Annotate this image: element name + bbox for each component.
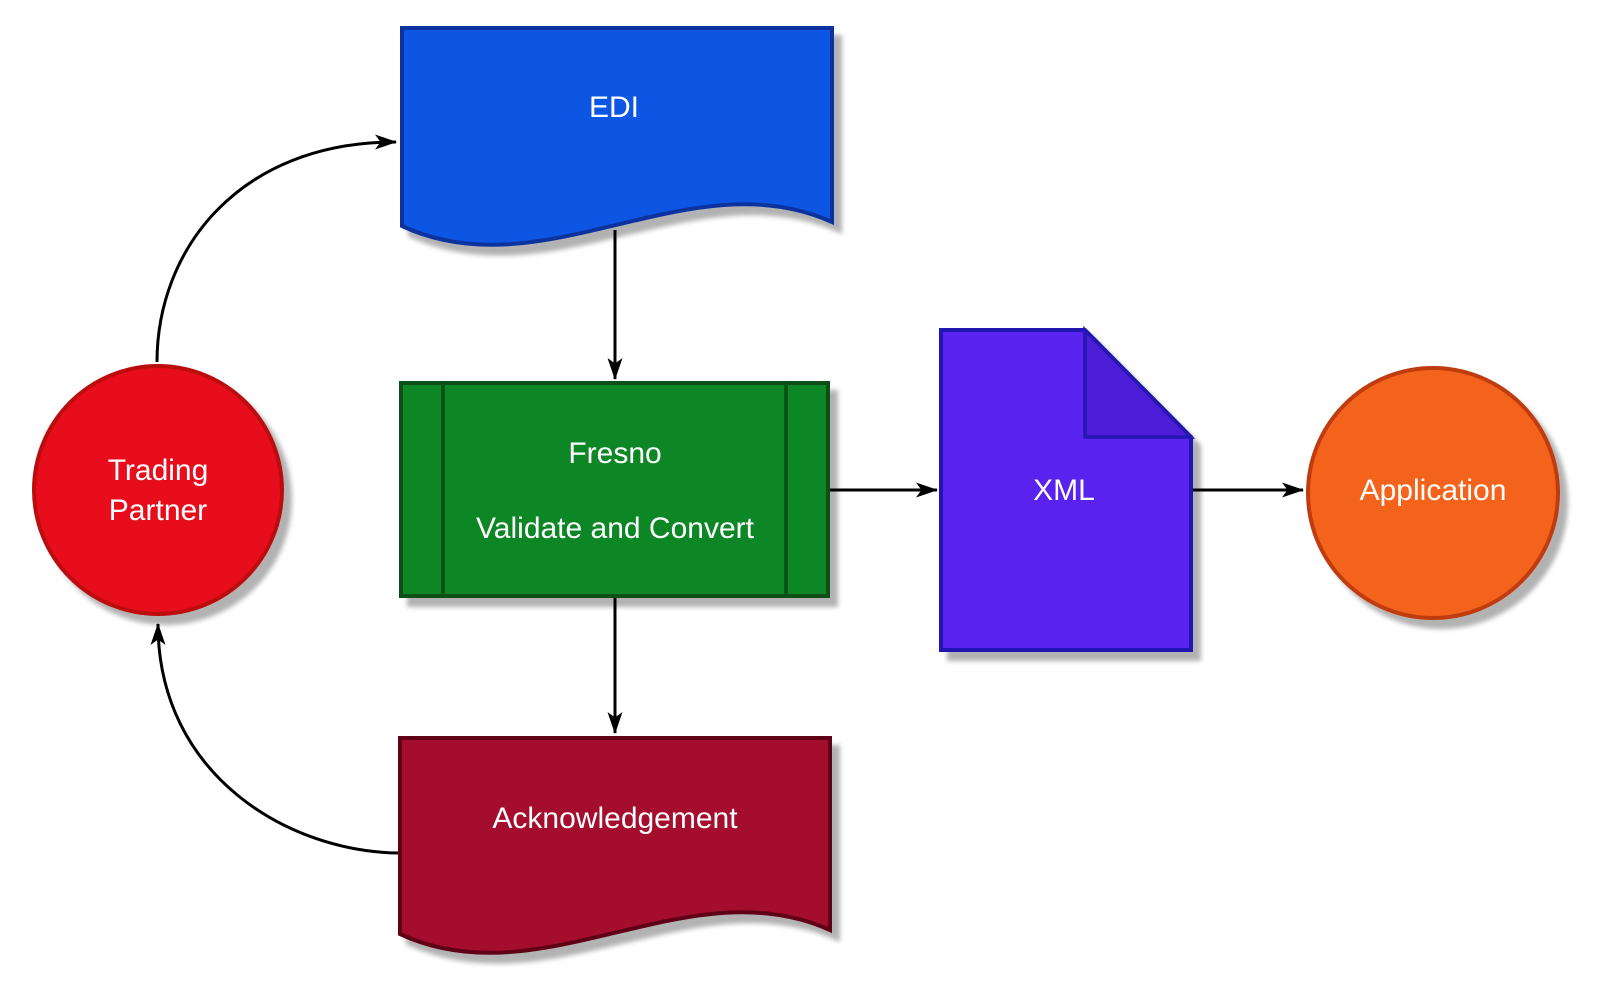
edi-label: EDI bbox=[589, 91, 639, 124]
trading-partner-circle bbox=[32, 364, 284, 616]
application-circle bbox=[1306, 366, 1560, 620]
node-application: Application bbox=[1306, 366, 1560, 620]
fresno-subtitle: Validate and Convert bbox=[476, 512, 755, 545]
node-xml: XML bbox=[939, 325, 1196, 652]
acknowledgement-document-shape bbox=[398, 736, 832, 955]
xml-note-fold bbox=[1083, 325, 1196, 439]
node-trading-partner: Trading Partner bbox=[32, 364, 284, 616]
fresno-process-side-bars bbox=[441, 383, 788, 596]
trading-partner-label-line1: Trading bbox=[108, 454, 209, 487]
node-acknowledgement: Acknowledgement bbox=[398, 736, 832, 955]
edges-layer bbox=[150, 134, 1304, 855]
fresno-process-box bbox=[399, 381, 830, 598]
application-label: Application bbox=[1360, 474, 1507, 507]
node-edi: EDI bbox=[400, 26, 834, 247]
xml-label: XML bbox=[1033, 474, 1095, 507]
acknowledgement-label: Acknowledgement bbox=[492, 802, 738, 835]
node-fresno: Fresno Validate and Convert bbox=[399, 381, 830, 598]
edge-trading-partner-to-edi bbox=[155, 134, 397, 363]
edi-document-shape bbox=[400, 26, 834, 247]
trading-partner-label-line2: Partner bbox=[109, 494, 207, 527]
fresno-title: Fresno bbox=[568, 437, 661, 470]
edge-acknowledgement-to-trading-partner bbox=[150, 623, 402, 855]
